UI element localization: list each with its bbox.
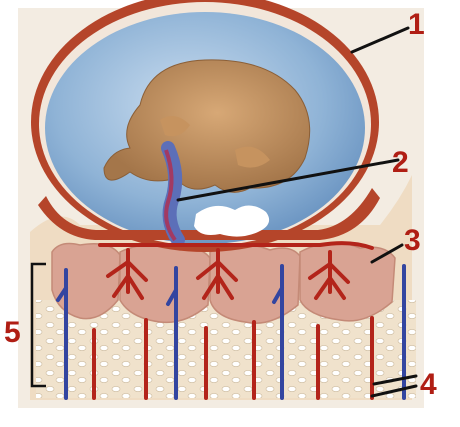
- label-1: 1: [408, 8, 425, 41]
- label-3: 3: [404, 224, 421, 257]
- label-5: 5: [4, 316, 21, 349]
- white-patch: [194, 205, 269, 236]
- umbilical-cord: [166, 148, 178, 240]
- label-2: 2: [392, 146, 409, 179]
- label-4: 4: [420, 368, 437, 401]
